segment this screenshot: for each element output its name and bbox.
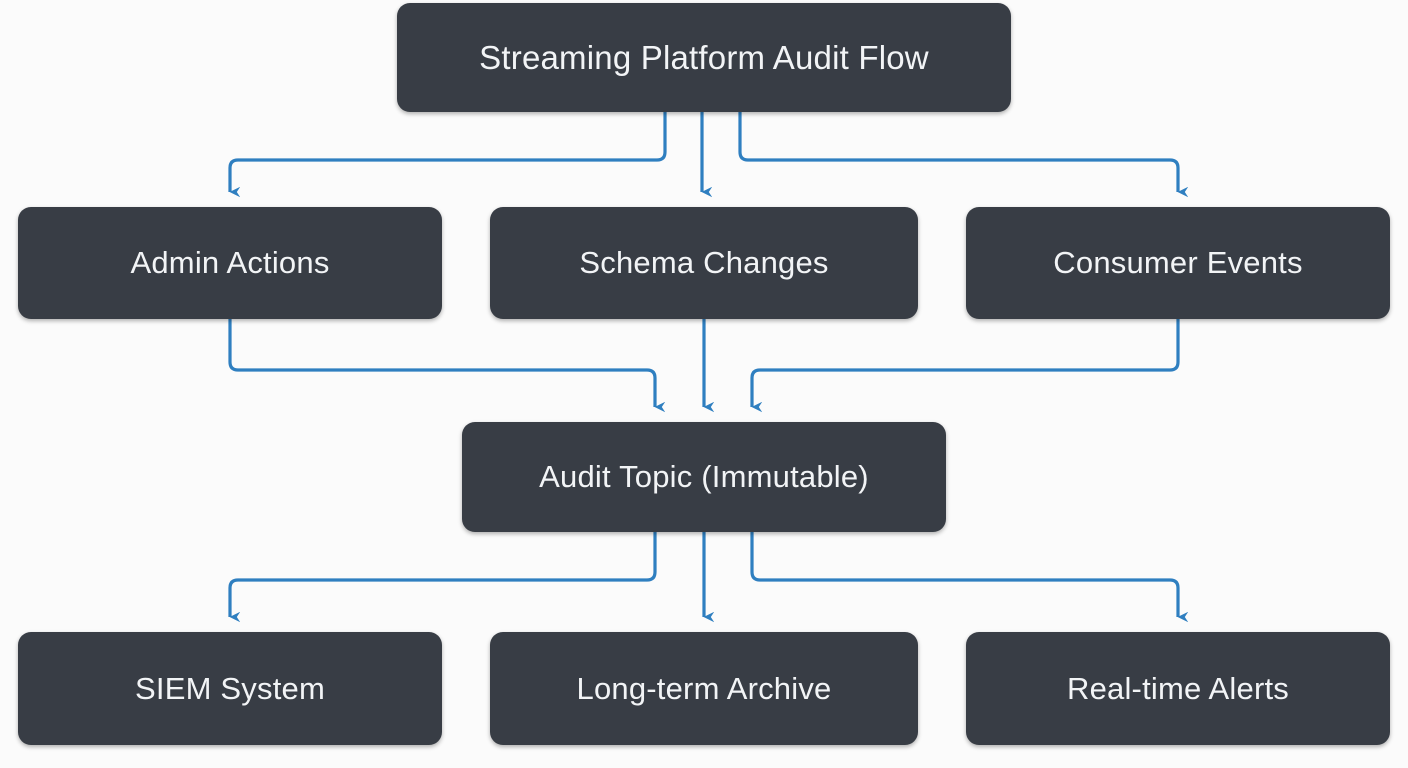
node-label: Admin Actions <box>130 245 330 280</box>
node-label: Schema Changes <box>579 245 829 280</box>
node-real-time-alerts[interactable]: Real-time Alerts <box>966 632 1390 745</box>
node-consumer-events[interactable]: Consumer Events <box>966 207 1390 319</box>
edge-admin-hub <box>228 319 666 413</box>
edge-hub-siem <box>228 532 657 623</box>
node-label: Streaming Platform Audit Flow <box>479 38 929 76</box>
node-label: Consumer Events <box>1053 245 1303 280</box>
node-label: Long-term Archive <box>576 670 832 706</box>
node-siem-system[interactable]: SIEM System <box>18 632 442 745</box>
node-long-term-archive[interactable]: Long-term Archive <box>490 632 918 745</box>
edge-consumer-hub <box>750 319 1180 413</box>
node-label: SIEM System <box>135 670 325 706</box>
edge-title-consumer <box>738 112 1189 198</box>
edge-hub-alerts <box>750 532 1189 623</box>
node-label: Real-time Alerts <box>1067 670 1289 706</box>
node-audit-topic-immutable[interactable]: Audit Topic (Immutable) <box>462 422 946 532</box>
node-streaming-platform-audit-flow[interactable]: Streaming Platform Audit Flow <box>397 3 1011 112</box>
node-schema-changes[interactable]: Schema Changes <box>490 207 918 319</box>
node-admin-actions[interactable]: Admin Actions <box>18 207 442 319</box>
node-label: Audit Topic (Immutable) <box>539 459 869 494</box>
edge-title-admin <box>228 112 667 198</box>
